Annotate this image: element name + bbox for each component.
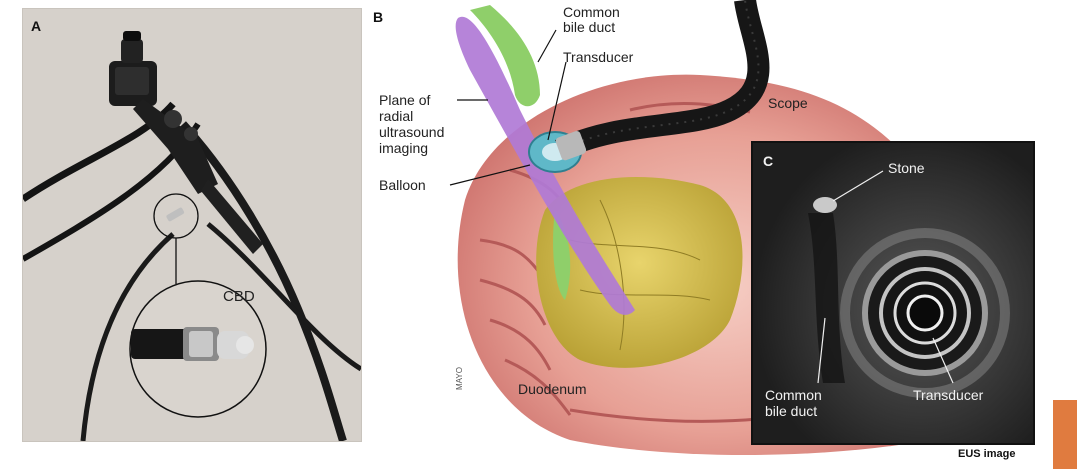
eus-common-bile-duct-label: Common bile duct [765, 387, 822, 419]
panel-c-letter: C [763, 153, 773, 169]
svg-text:MAYO: MAYO [455, 367, 464, 390]
cbd-label: CBD [223, 289, 255, 304]
stone-label: Stone [888, 160, 925, 176]
endoscope-illustration [23, 9, 361, 441]
scope-label: Scope [768, 96, 808, 111]
panel-b-letter: B [373, 9, 383, 25]
eus-image-caption: EUS image [958, 448, 1015, 460]
duodenum-label: Duodenum [518, 382, 587, 397]
transducer-label: Transducer [563, 50, 633, 65]
common-bile-duct-label: Common bile duct [563, 5, 620, 35]
endoscope-photo-panel: A CBD [22, 8, 362, 442]
eus-transducer-label: Transducer [913, 387, 983, 403]
eus-image-panel: C Stone Common bile duct Transducer [751, 141, 1035, 445]
balloon-label: Balloon [379, 178, 426, 193]
accent-bar [1053, 400, 1077, 469]
panel-a-letter: A [31, 18, 41, 34]
imaging-plane-label: Plane of radial ultrasound imaging [379, 92, 444, 156]
